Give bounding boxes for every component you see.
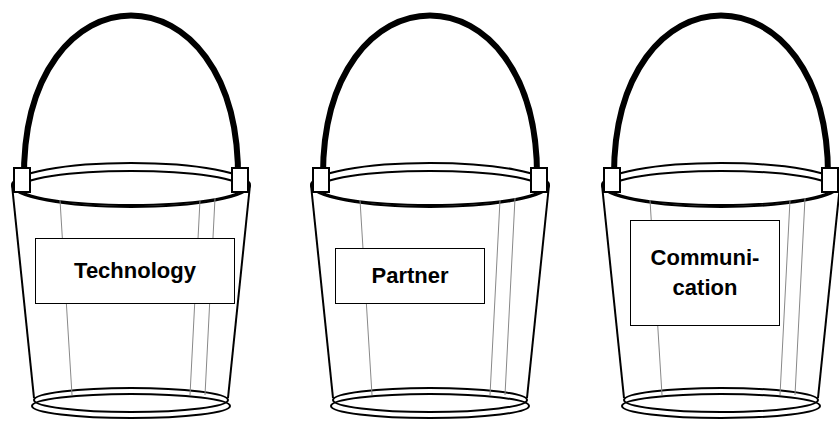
bucket-3 xyxy=(602,16,839,419)
bucket-2 xyxy=(311,16,549,419)
label-text-group: Communi- cation xyxy=(641,243,769,302)
label-text-group: Technology xyxy=(74,256,196,286)
label-text: Technology xyxy=(74,256,196,286)
label-text: Communi- cation xyxy=(641,243,769,302)
label-text: Partner xyxy=(371,261,448,291)
label-text-group: Partner xyxy=(371,261,448,291)
label-box: Partner xyxy=(335,248,485,304)
label-box: Technology xyxy=(35,238,235,304)
bucket-1 xyxy=(12,16,250,419)
label-box: Communi- cation xyxy=(630,220,780,326)
